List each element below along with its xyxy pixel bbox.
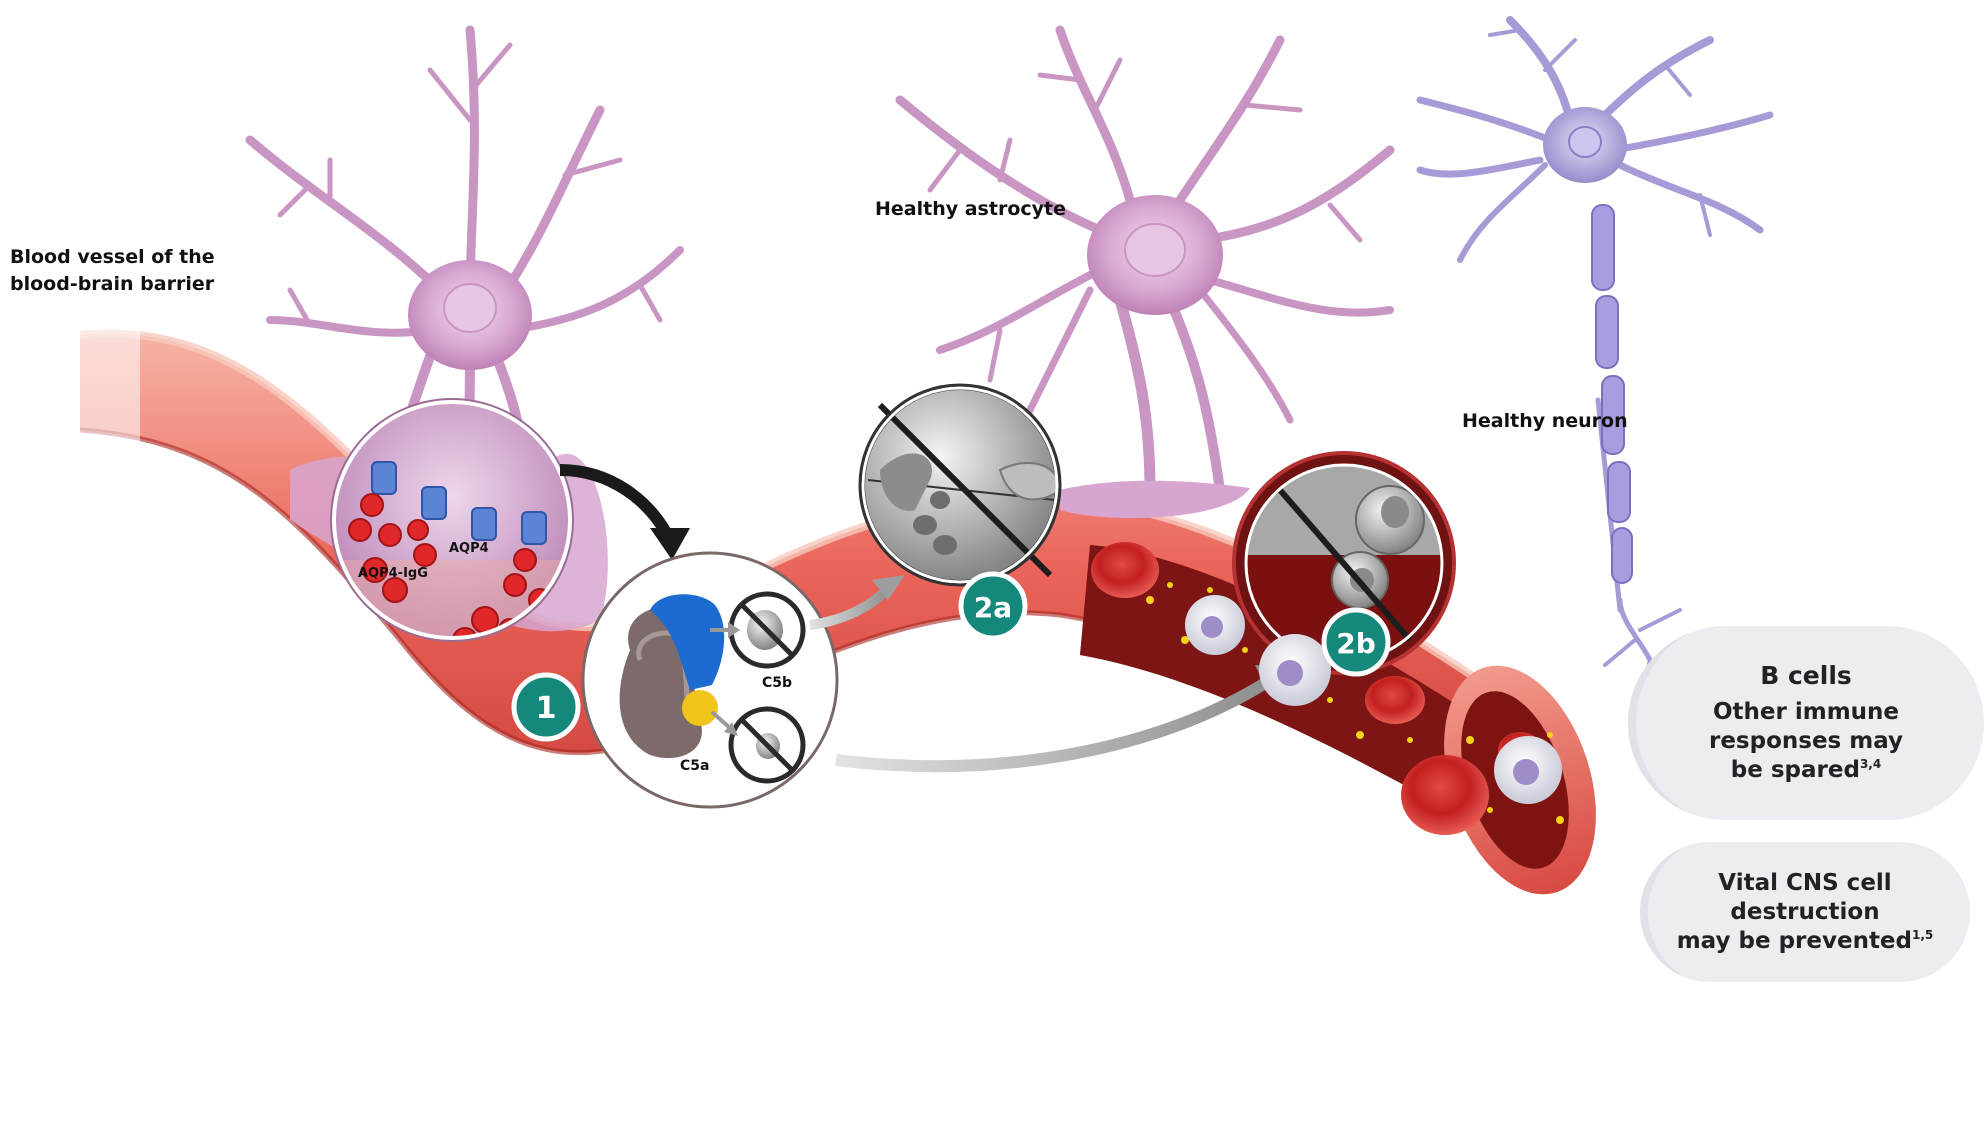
aqp4-label: AQP4: [449, 541, 489, 556]
step-1-badge: 1: [511, 672, 581, 742]
arrow-to-step1: [559, 464, 676, 543]
astrocyte-center-nucleus: [1124, 223, 1186, 277]
step-2a-label: 2a: [974, 591, 1012, 624]
blood-vessel-label: Blood vessel of the blood-brain barrier: [10, 244, 215, 298]
pill-cns-line1: Vital CNS cell destruction: [1718, 869, 1892, 925]
step-2a-badge: 2a: [958, 571, 1028, 641]
pill-b-cells-line2: responses may: [1708, 728, 1904, 754]
healthy-neuron-label: Healthy neuron: [1462, 410, 1628, 432]
pill-b-cells-line1: Other immune: [1712, 699, 1900, 725]
blood-vessel-label-line1: Blood vessel of the: [10, 246, 215, 268]
neuron-axon-myelin: [1591, 204, 1633, 584]
pill-b-cells-footnote: 3,4: [1859, 757, 1882, 771]
step-2b-label: 2b: [1336, 627, 1376, 660]
aqp4-channels: [371, 461, 547, 545]
c5a-label: C5a: [680, 758, 710, 774]
arrow-to-step2a-head: [872, 575, 905, 600]
pill-cns-line2: may be prevented1,5: [1677, 927, 1934, 956]
inset-cell-blocked: [1232, 451, 1456, 675]
blood-vessel-label-line2: blood-brain barrier: [10, 273, 215, 295]
pill-cns: Vital CNS cell destruction may be preven…: [1640, 842, 1970, 982]
pill-cns-line2-text: may be prevented: [1676, 927, 1912, 954]
healthy-astrocyte-label: Healthy astrocyte: [875, 198, 1066, 220]
astrocyte-center: [895, 25, 1395, 496]
inset-mac-blocked: [858, 383, 1062, 587]
step-1-label: 1: [536, 691, 557, 726]
neuron-nucleus: [1568, 126, 1602, 158]
arrow-to-step2b: [835, 674, 1274, 773]
astrocyte-left-nucleus: [443, 283, 497, 333]
astrocyte-center-endfoot: [1060, 480, 1250, 519]
pill-b-cells-heading: B cells: [1760, 661, 1852, 690]
pill-cns-footnote: 1,5: [1912, 927, 1934, 942]
arrow-to-step1-head: [650, 528, 690, 560]
white-blood-cell-nucleus: [1277, 660, 1303, 686]
inset-complement: [581, 551, 839, 809]
step-2b-badge: 2b: [1321, 607, 1391, 677]
aqp4-igg-label: AQP4-IgG: [358, 566, 428, 581]
c5b-label: C5b: [762, 675, 793, 691]
pill-b-cells-line3: be spared3,4: [1731, 756, 1881, 785]
pill-b-cells-line3-text: be spared: [1730, 757, 1860, 783]
pill-b-cells: B cells Other immune responses may be sp…: [1628, 626, 1984, 820]
